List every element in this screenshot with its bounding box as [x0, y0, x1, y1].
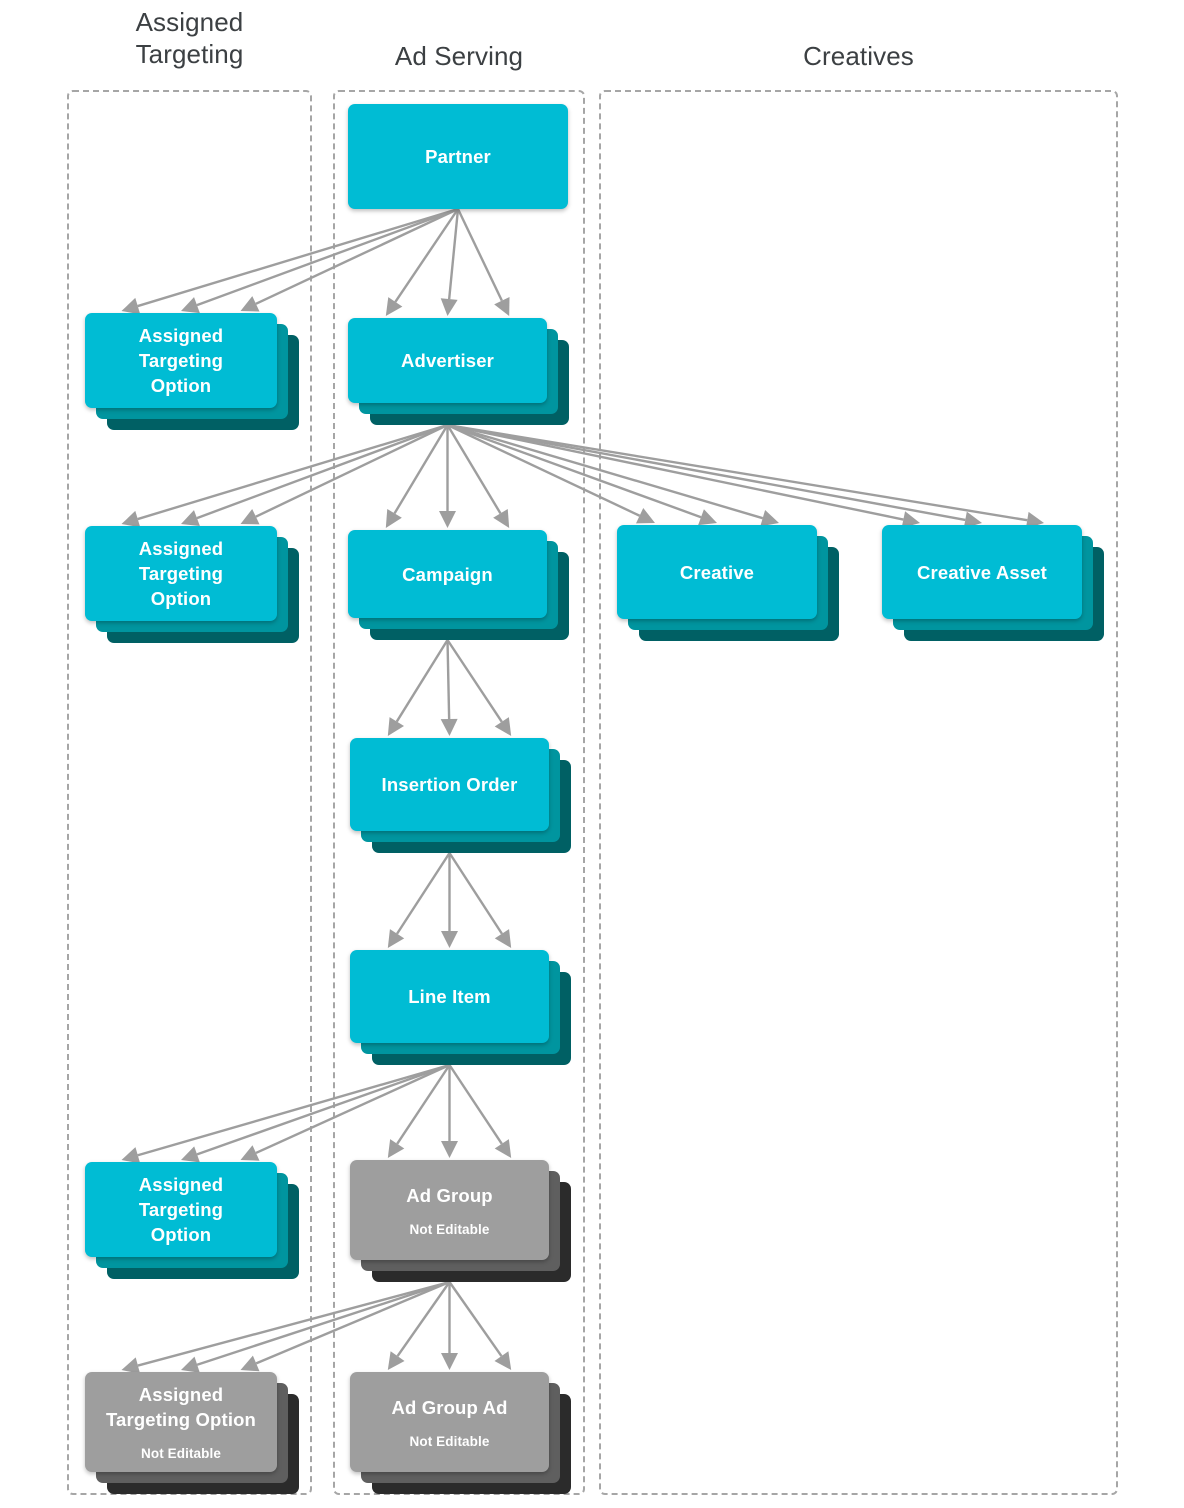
group-container-creatives: [599, 90, 1118, 1495]
node-card-face[interactable]: Campaign: [348, 530, 547, 618]
node-partner[interactable]: Partner: [348, 104, 568, 209]
node-title-line: Targeting Option: [105, 1409, 257, 1430]
node-title-line: Option: [150, 375, 212, 396]
node-card-face[interactable]: Creative: [617, 525, 817, 619]
node-title: Creative: [679, 561, 755, 583]
node-title: Ad Group Ad: [391, 1396, 508, 1418]
node-title-line: Targeting: [138, 563, 224, 584]
node-card-face[interactable]: Creative Asset: [882, 525, 1082, 619]
node-editability-label: Not Editable: [141, 1446, 221, 1461]
node-insertion-order[interactable]: Insertion Order: [350, 738, 571, 853]
node-card-face[interactable]: Partner: [348, 104, 568, 209]
node-card-face[interactable]: Ad Group Ad Not Editable: [350, 1372, 549, 1472]
group-container-assigned-targeting: [67, 90, 312, 1495]
node-card-face[interactable]: Insertion Order: [350, 738, 549, 831]
node-line-item[interactable]: Line Item: [350, 950, 571, 1065]
node-title-line: Targeting: [138, 350, 224, 371]
node-title-line: Option: [150, 1224, 212, 1245]
group-container-ad-serving: [333, 90, 585, 1495]
node-title: Line Item: [408, 986, 491, 1007]
node-card-face[interactable]: Line Item: [350, 950, 549, 1043]
column-title-assigned-targeting: Assigned Targeting: [67, 6, 312, 70]
node-title: Campaign: [402, 563, 493, 585]
node-title: Advertiser: [400, 350, 494, 371]
column-title-ad-serving: Ad Serving: [394, 41, 524, 71]
node-title: Ad Group: [406, 1184, 493, 1206]
node-creative-asset[interactable]: Creative Asset: [882, 525, 1104, 641]
column-title-line-2: Targeting: [135, 39, 244, 69]
column-title-creatives: Creatives: [803, 41, 914, 71]
node-title-line: Targeting: [138, 1199, 224, 1220]
node-ad-group-ad[interactable]: Ad Group Ad Not Editable: [350, 1372, 571, 1494]
column-title-line-1: Assigned: [135, 7, 244, 37]
node-title: Partner: [425, 146, 491, 167]
node-title-line: Assigned: [138, 538, 224, 559]
node-editability-label: Not Editable: [409, 1433, 490, 1449]
node-title-line: Assigned: [138, 1384, 224, 1405]
node-advertiser[interactable]: Advertiser: [348, 318, 569, 425]
node-campaign[interactable]: Campaign: [348, 530, 569, 640]
node-title-line: Assigned: [138, 325, 224, 346]
node-title-line: Assigned: [138, 1174, 224, 1195]
node-creative[interactable]: Creative: [617, 525, 839, 641]
node-title: Creative Asset: [917, 561, 1047, 583]
node-title-line: Option: [150, 588, 212, 609]
node-title: Insertion Order: [381, 774, 518, 795]
node-card-face[interactable]: Advertiser: [348, 318, 547, 403]
node-editability-label: Not Editable: [409, 1221, 490, 1237]
